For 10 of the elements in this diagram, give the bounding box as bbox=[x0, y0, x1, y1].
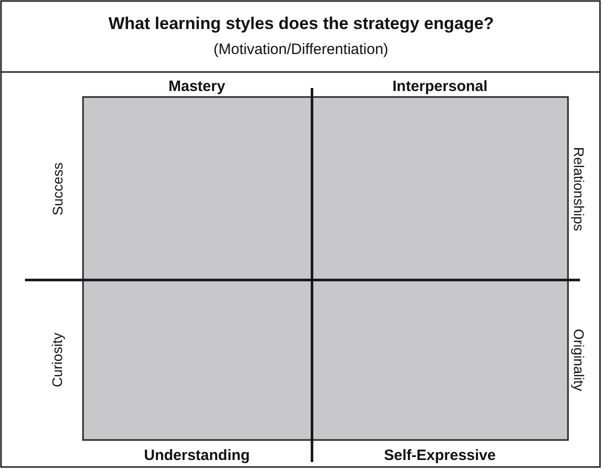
subtitle: (Motivation/Differentiation) bbox=[214, 40, 388, 58]
quadrant-label: Interpersonal bbox=[392, 78, 488, 94]
quadrant-label: Mastery bbox=[168, 78, 226, 94]
side-label: Success bbox=[48, 162, 65, 216]
quadrant-label: Self-Expressive bbox=[384, 446, 496, 464]
side-label: Curiosity bbox=[49, 332, 66, 388]
quadrant-label: Understanding bbox=[144, 446, 250, 464]
side-label: Originality bbox=[571, 328, 588, 392]
side-label: Relationships bbox=[571, 146, 588, 232]
title: What learning styles does the strategy engage? bbox=[108, 14, 494, 34]
